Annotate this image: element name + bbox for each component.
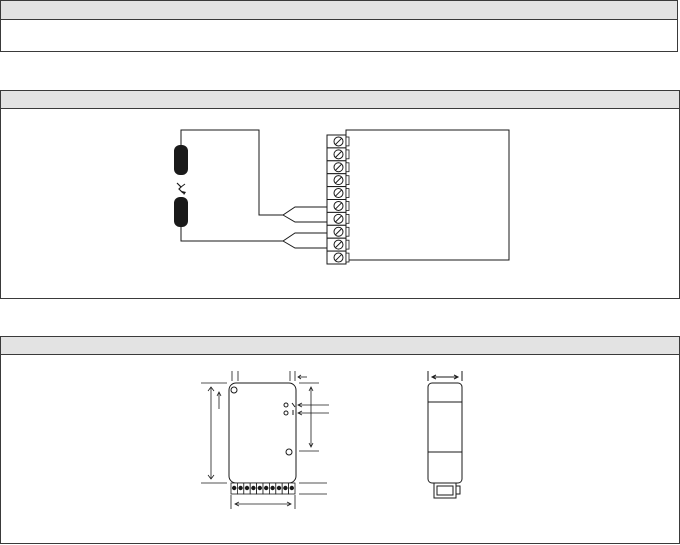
front-terminal <box>236 482 245 495</box>
front-view <box>228 382 297 484</box>
terminal-screw <box>326 186 350 200</box>
front-terminal <box>230 482 238 495</box>
terminal-screw <box>326 237 350 252</box>
front-terminal <box>256 482 264 495</box>
dimension-drawing <box>201 371 463 509</box>
front-terminal <box>268 482 277 495</box>
terminal-screw <box>326 173 350 188</box>
wiring-diagram-panel-bar <box>1 91 679 109</box>
front-terminal <box>275 482 283 495</box>
side-view <box>427 371 463 499</box>
module-box <box>345 129 510 261</box>
front-terminal <box>243 482 251 495</box>
header-panel <box>0 0 678 52</box>
terminal-screw <box>326 224 350 239</box>
terminal-screw <box>326 250 350 265</box>
dimensions-panel <box>0 336 680 544</box>
terminal-screw <box>326 199 350 213</box>
terminal-screw <box>326 134 350 149</box>
front-terminal-strip <box>230 482 296 495</box>
front-terminal <box>288 482 296 495</box>
sensor-wires <box>180 129 327 249</box>
terminal-screw <box>326 160 350 175</box>
wiring-diagram-panel <box>0 90 680 299</box>
header-panel-title <box>1 5 7 17</box>
front-dimension-lines <box>201 371 329 509</box>
front-terminal <box>262 482 270 495</box>
wiring-diagram <box>174 129 510 265</box>
contact-sensor-icon <box>174 145 188 227</box>
terminal-screw <box>326 147 350 162</box>
dimensions-panel-bar <box>1 337 679 355</box>
terminal-block <box>326 134 350 265</box>
terminal-screw <box>326 211 350 226</box>
front-terminal <box>249 482 257 495</box>
front-terminal <box>281 482 290 495</box>
header-panel-bar <box>1 1 677 20</box>
